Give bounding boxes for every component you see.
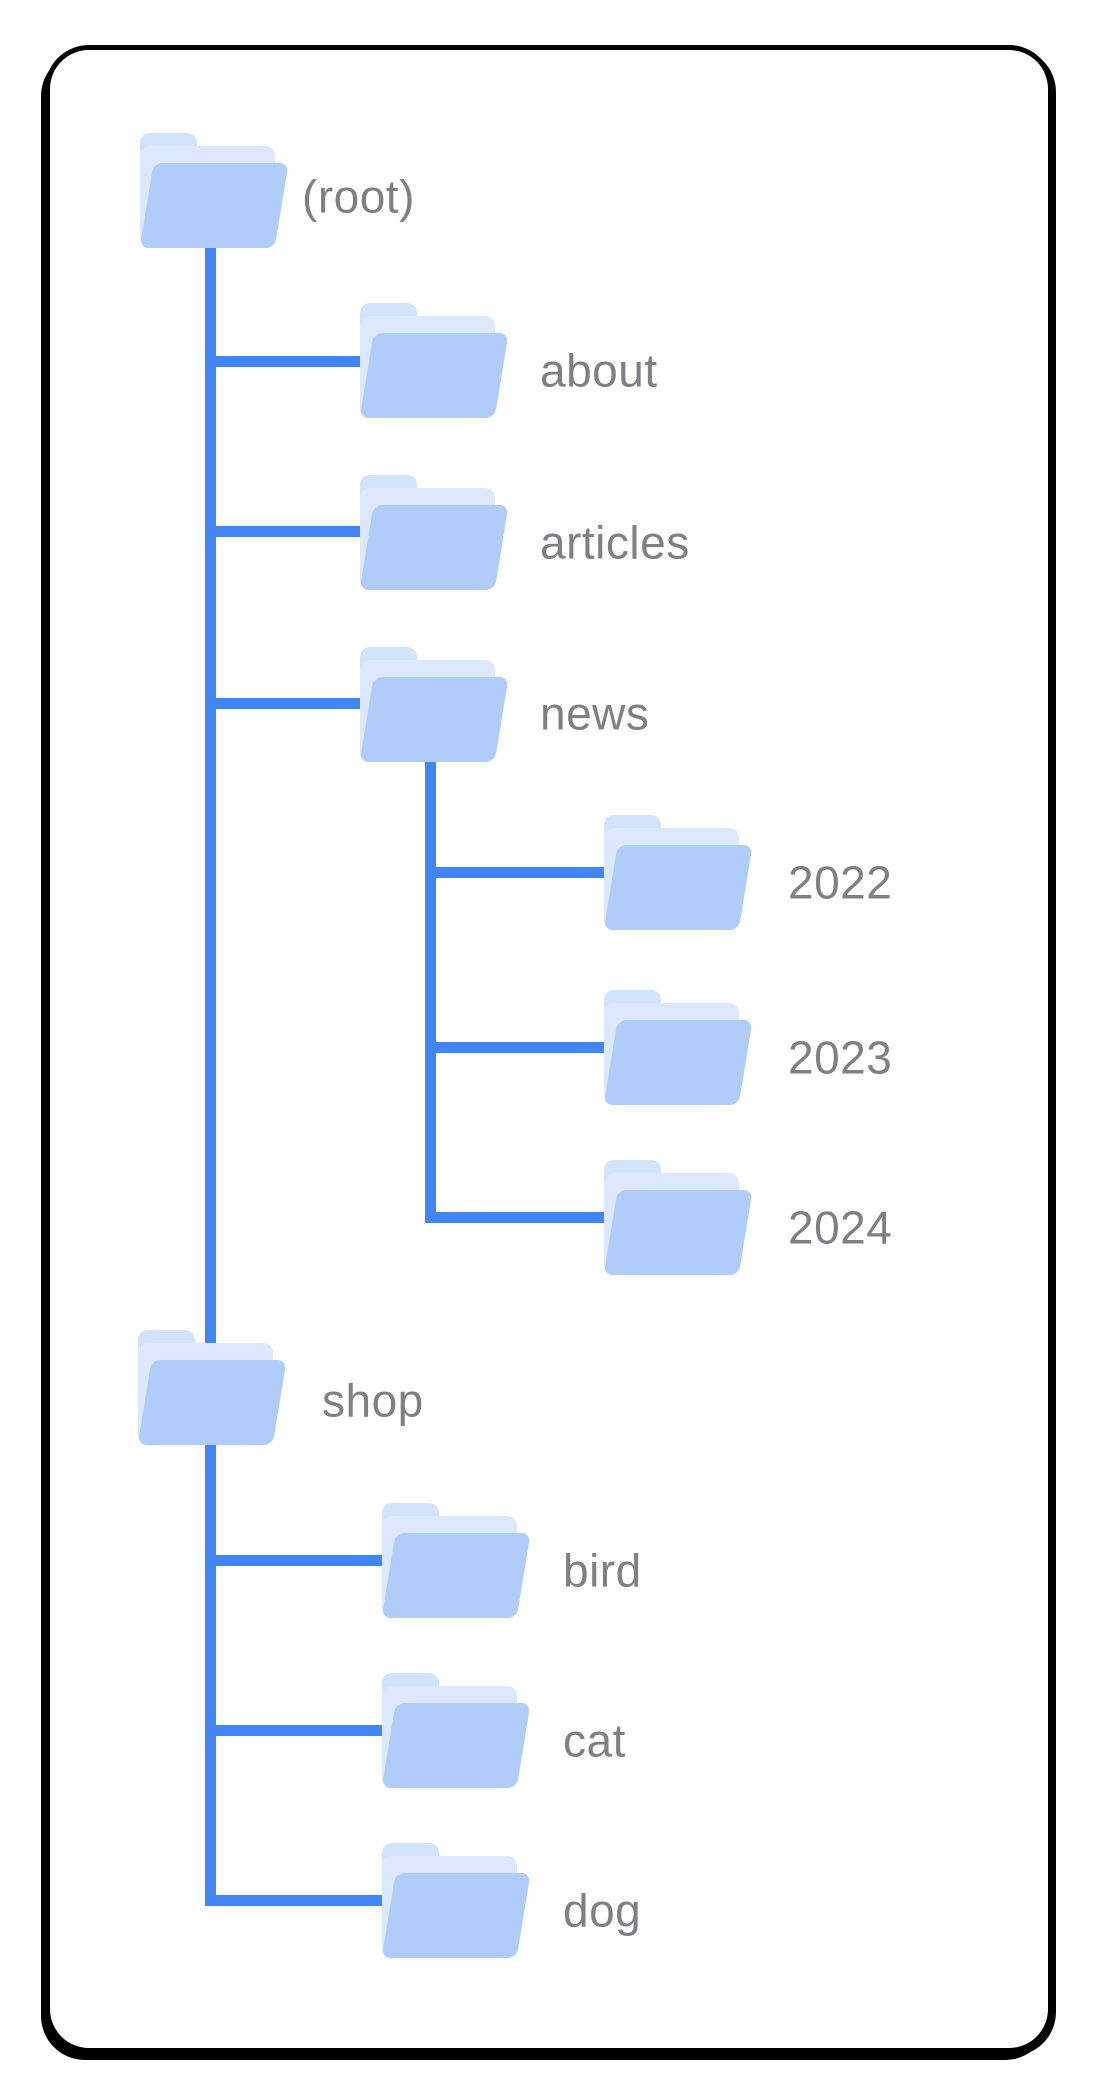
label-dog: dog — [563, 1884, 642, 1937]
label-about: about — [540, 344, 658, 397]
folder-news — [358, 647, 511, 762]
trunk-line-news — [425, 750, 436, 1223]
folder-icon — [380, 1503, 533, 1618]
folder-icon — [358, 475, 511, 590]
folder-icon — [602, 990, 755, 1105]
label-2024: 2024 — [788, 1201, 893, 1254]
folder-icon — [380, 1673, 533, 1788]
folder-2024 — [602, 1160, 755, 1275]
label-news: news — [540, 687, 650, 740]
connector-2023 — [428, 1042, 623, 1053]
folder-bird — [380, 1503, 533, 1618]
folder-articles — [358, 475, 511, 590]
folder-root — [138, 133, 291, 248]
folder-about — [358, 303, 511, 418]
folder-2022 — [602, 815, 755, 930]
connector-2022 — [428, 867, 623, 878]
label-bird: bird — [563, 1544, 642, 1597]
folder-shop — [136, 1330, 289, 1445]
folder-icon — [138, 133, 291, 248]
connector-2024 — [428, 1212, 623, 1223]
connector-about — [208, 356, 388, 367]
folder-2023 — [602, 990, 755, 1105]
folder-dog — [380, 1843, 533, 1958]
trunk-line-root — [205, 240, 216, 1906]
connector-cat — [208, 1725, 398, 1736]
folder-icon — [602, 815, 755, 930]
connector-bird — [208, 1555, 398, 1566]
folder-icon — [358, 303, 511, 418]
label-articles: articles — [540, 516, 690, 569]
connector-articles — [208, 526, 388, 537]
folder-cat — [380, 1673, 533, 1788]
connector-news — [208, 698, 388, 709]
folder-icon — [136, 1330, 289, 1445]
folder-icon — [602, 1160, 755, 1275]
label-2022: 2022 — [788, 856, 893, 909]
connector-dog — [208, 1895, 398, 1906]
folder-icon — [380, 1843, 533, 1958]
label-2023: 2023 — [788, 1031, 893, 1084]
label-cat: cat — [563, 1714, 626, 1767]
folder-icon — [358, 647, 511, 762]
label-root: (root) — [302, 170, 415, 223]
label-shop: shop — [322, 1374, 424, 1427]
